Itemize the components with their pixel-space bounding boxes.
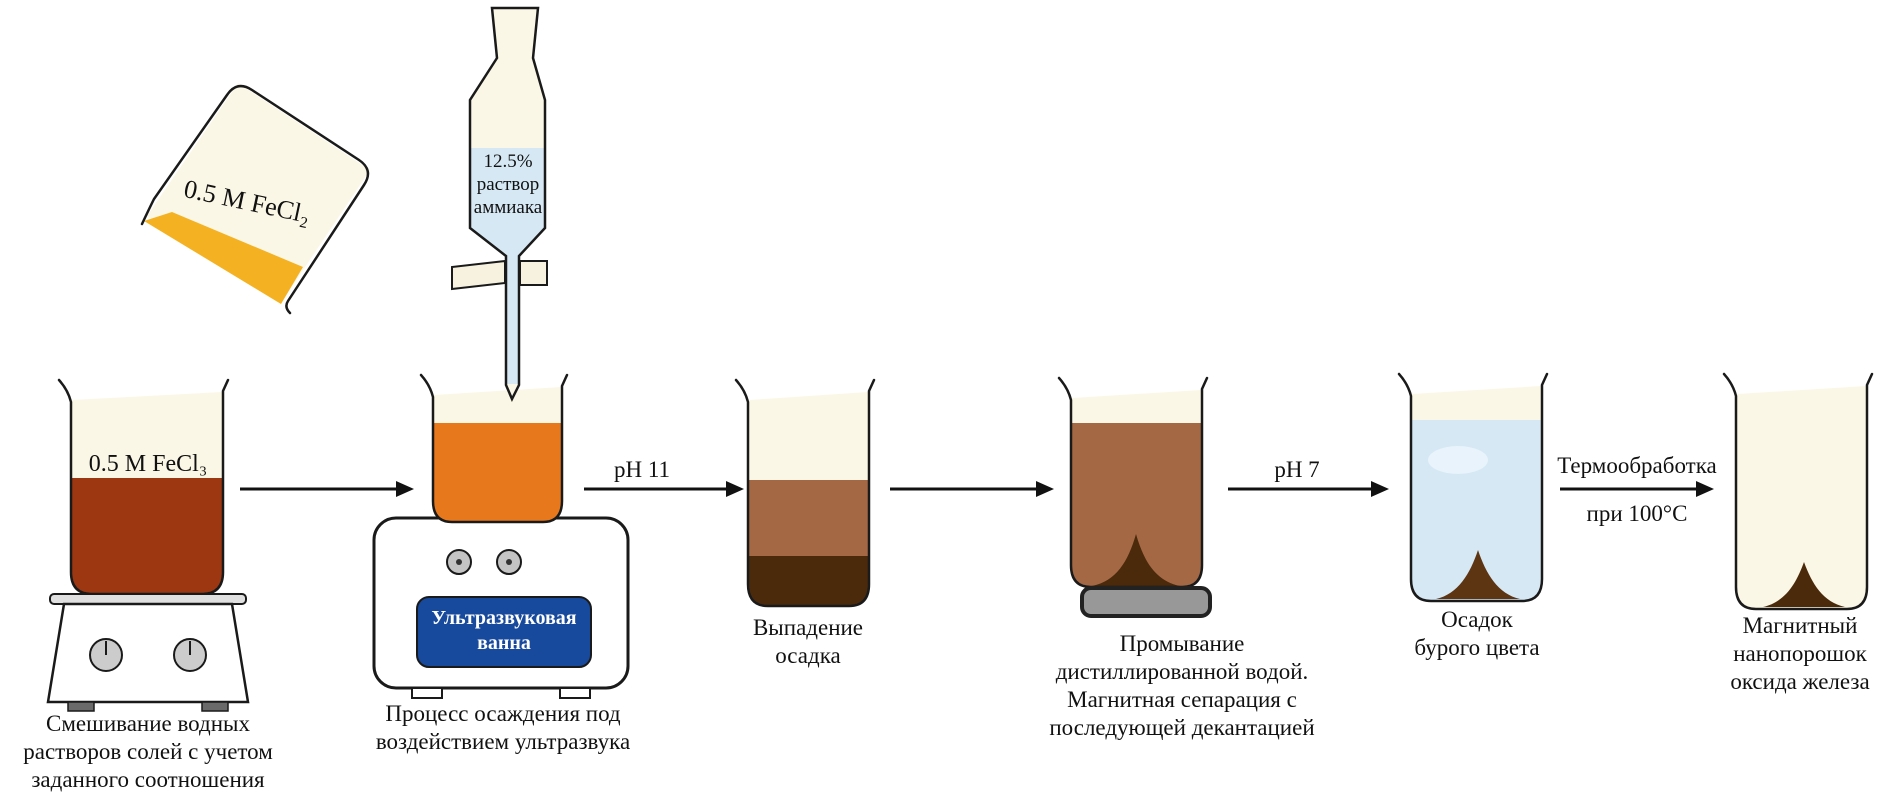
fecl2-beaker-outline bbox=[140, 84, 370, 315]
brown-beaker-outline bbox=[1397, 372, 1549, 603]
ammonia-label-line: раствор bbox=[476, 174, 540, 195]
fecl3-beaker bbox=[57, 378, 230, 596]
washing-beaker bbox=[1057, 376, 1209, 589]
ammonia-label-line: аммиака bbox=[473, 197, 543, 218]
caption-line: Магнитный bbox=[1742, 613, 1858, 638]
arrow-ph7-head bbox=[1371, 481, 1389, 497]
flow-arrows bbox=[240, 481, 1714, 497]
precipitate-beaker-outline bbox=[734, 378, 876, 608]
reaction-beaker-outline bbox=[419, 373, 569, 524]
fecl3-solution bbox=[72, 478, 222, 593]
burette-outline bbox=[468, 6, 547, 402]
nanopowder-mound bbox=[1763, 562, 1845, 607]
arrow-ph11-head bbox=[726, 481, 744, 497]
caption-line: оксида железа bbox=[1730, 669, 1870, 694]
caption-line: бурого цвета bbox=[1414, 635, 1540, 660]
fecl3-label: 0.5 M FeCl₃ bbox=[88, 451, 208, 477]
caption-brown-precipitate: Осадок бурого цвета bbox=[1414, 606, 1539, 662]
ammonia-label: 12.5% раствор аммиака bbox=[474, 150, 542, 219]
bath-foot-left bbox=[411, 687, 443, 699]
settled-precipitate bbox=[749, 556, 868, 605]
reaction-mixture bbox=[434, 423, 561, 521]
stirrer-plate bbox=[49, 593, 247, 605]
water-highlight bbox=[1428, 446, 1488, 474]
caption-powder: Магнитный нанопорошок оксида железа bbox=[1730, 612, 1869, 696]
caption-washing: Промывание дистиллированной водой. Магни… bbox=[1049, 630, 1314, 742]
brown-precipitate-cone bbox=[1436, 550, 1520, 599]
caption-line: осадка bbox=[775, 643, 841, 668]
caption-sediment: Выпадение осадка bbox=[753, 614, 863, 670]
caption-line: последующей декантацией bbox=[1049, 715, 1315, 740]
bath-display-panel bbox=[416, 596, 592, 668]
powder-beaker bbox=[1722, 372, 1874, 611]
heat-label-bottom: при 100°C bbox=[1586, 501, 1688, 526]
magnet-block bbox=[1080, 586, 1212, 618]
fecl2-solution bbox=[144, 212, 303, 304]
reaction-beaker bbox=[419, 373, 569, 524]
caption-line: воздействием ультразвука bbox=[375, 729, 631, 754]
bath-label-line: ванна bbox=[477, 632, 531, 654]
ultrasonic-bath bbox=[372, 516, 630, 699]
arrow-heat-head bbox=[1696, 481, 1714, 497]
stirrer-foot-left bbox=[67, 701, 95, 712]
stirrer-body bbox=[46, 602, 250, 704]
caption-line: Процесс осаждения под bbox=[385, 701, 621, 726]
arrow-mixing-to-reaction-head bbox=[396, 481, 414, 497]
caption-precipitation: Процесс осаждения под воздействием ультр… bbox=[376, 700, 630, 756]
bath-knob-right-dot bbox=[506, 559, 512, 565]
fecl3-beaker-outline bbox=[57, 378, 230, 596]
heat-label-top: Термообработка bbox=[1557, 453, 1717, 478]
caption-line: Магнитная сепарация с bbox=[1067, 687, 1297, 712]
ammonia-label-line: 12.5% bbox=[483, 151, 533, 172]
stopcock-plug bbox=[451, 259, 506, 291]
bath-foot-right bbox=[559, 687, 591, 699]
caption-mixing: Смешивание водных растворов солей с учет… bbox=[23, 710, 273, 794]
bath-knob-left-dot bbox=[456, 559, 462, 565]
bath-label-line: Ультразвуковая bbox=[431, 607, 577, 629]
precipitate-beaker bbox=[734, 378, 876, 608]
powder-beaker-outline bbox=[1722, 372, 1874, 611]
ph7-label: pH 7 bbox=[1274, 457, 1320, 482]
caption-line: Выпадение bbox=[752, 615, 864, 640]
arrow-to-washing-head bbox=[1036, 481, 1054, 497]
magnetic-stirrer bbox=[46, 593, 250, 712]
ammonia-solution bbox=[471, 148, 544, 384]
caption-line: дистиллированной водой. bbox=[1055, 659, 1309, 684]
caption-line: растворов солей с учетом bbox=[23, 739, 273, 764]
caption-line: заданного соотношения bbox=[31, 767, 265, 792]
ph11-label: pH 11 bbox=[613, 457, 671, 482]
caption-line: Смешивание водных bbox=[46, 711, 250, 736]
magnetic-sediment-cone bbox=[1092, 534, 1180, 586]
powder-beaker-glass bbox=[1737, 386, 1866, 608]
bath-label: Ультразвуковая ванна bbox=[431, 606, 576, 656]
caption-line: Промывание bbox=[1119, 631, 1245, 656]
stopcock-handle bbox=[519, 260, 548, 286]
caption-line: нанопорошок bbox=[1733, 641, 1867, 666]
brown-precipitate-beaker bbox=[1397, 372, 1549, 603]
ammonia-burette bbox=[451, 6, 548, 402]
stirrer-foot-right bbox=[201, 701, 229, 712]
caption-line: Осадок bbox=[1441, 607, 1513, 632]
washing-beaker-outline bbox=[1057, 376, 1209, 589]
fecl2-pour-beaker bbox=[140, 83, 370, 315]
